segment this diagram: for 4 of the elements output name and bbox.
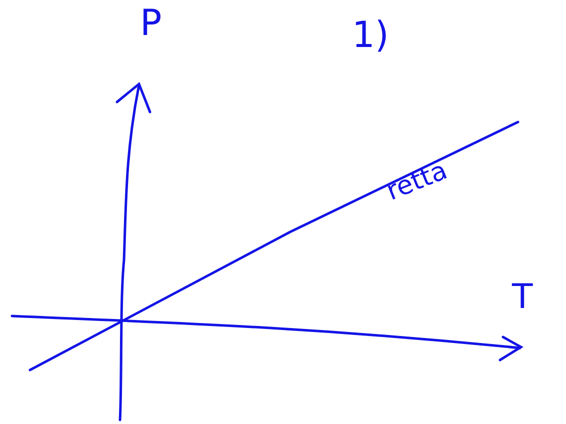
line-label: retta	[383, 158, 451, 206]
figure-number: 1)	[352, 18, 389, 54]
axis-label: P	[140, 6, 162, 42]
axis-label: T	[512, 280, 533, 314]
